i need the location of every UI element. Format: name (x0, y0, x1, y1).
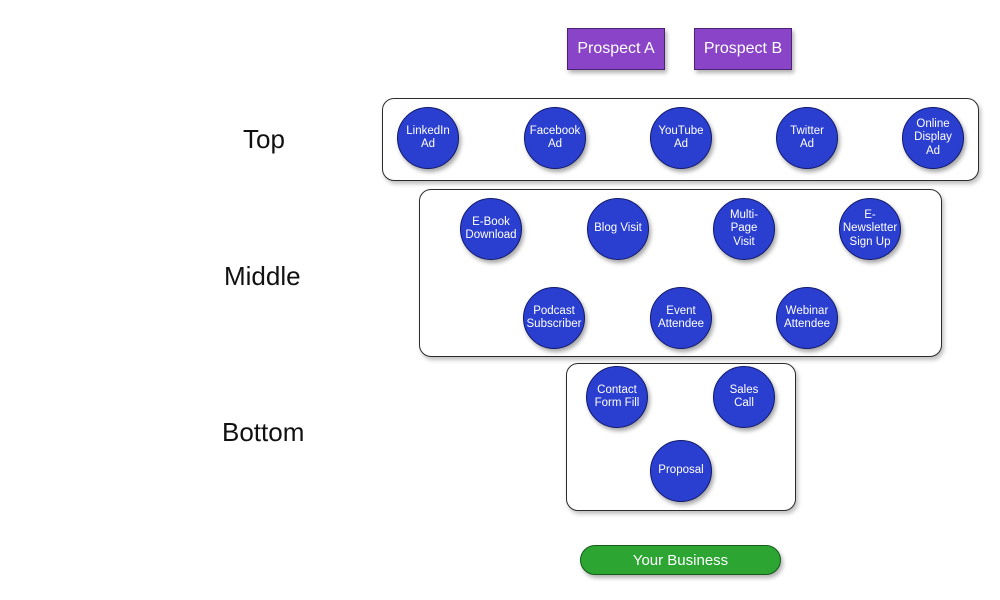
node-proposal: Proposal (650, 440, 712, 502)
your-business-label: Your Business (632, 551, 729, 569)
node-facebook-ad: Facebook Ad (524, 107, 586, 169)
prospect-a-label: Prospect A (577, 40, 655, 57)
node-contact-form-fill: Contact Form Fill (586, 366, 648, 428)
node-ebook-download: E-Book Download (460, 198, 522, 260)
node-youtube-ad: YouTube Ad (650, 107, 712, 169)
node-e-newsletter-sign-up: E- Newsletter Sign Up (839, 198, 901, 260)
your-business-pill: Your Business (580, 545, 781, 575)
prospect-b-label: Prospect B (703, 40, 783, 57)
node-podcast-subscriber: Podcast Subscriber (523, 287, 585, 349)
node-linkedin-ad: LinkedIn Ad (397, 107, 459, 169)
stage-label-middle: Middle (224, 261, 301, 291)
node-online-display-ad: Online Display Ad (902, 107, 964, 169)
prospect-b-box: Prospect B (694, 28, 792, 70)
stage-label-bottom: Bottom (222, 417, 305, 447)
node-twitter-ad: Twitter Ad (776, 107, 838, 169)
node-webinar-attendee: Webinar Attendee (776, 287, 838, 349)
node-sales-call: Sales Call (713, 366, 775, 428)
prospect-a-box: Prospect A (567, 28, 665, 70)
node-event-attendee: Event Attendee (650, 287, 712, 349)
stage-label-top: Top (243, 124, 285, 154)
node-blog-visit: Blog Visit (587, 198, 649, 260)
node-multi-page-visit: Multi- Page Visit (713, 198, 775, 260)
